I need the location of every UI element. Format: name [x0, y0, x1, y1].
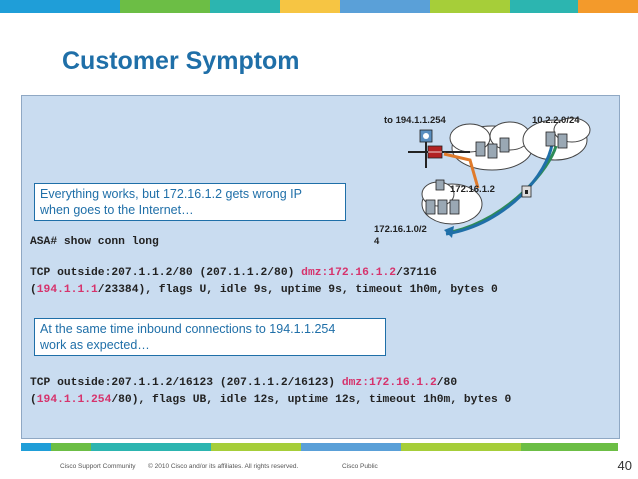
lock-icon — [521, 185, 532, 198]
label-dmz-net: 172.16.1.0/2 — [374, 224, 427, 235]
conn-text: ( — [30, 394, 37, 406]
top-color-bar — [0, 0, 638, 13]
conn-text: /37116 — [396, 267, 437, 279]
conn-text: /80 — [436, 377, 458, 389]
server-icon — [475, 137, 510, 159]
conn-highlight: 194.1.1.254 — [36, 394, 112, 406]
callout-inbound-ok: At the same time inbound connections to … — [34, 318, 386, 356]
label-remote-net: 10.2.2.0/24 — [532, 115, 580, 126]
callout-line: Everything works, but 172.16.1.2 gets wr… — [40, 187, 302, 201]
bottom-color-bar — [21, 443, 618, 451]
network-diagram: to 194.1.1.254 10.2.2.0/24 172.16.1.2 17… — [374, 115, 591, 247]
label-dmz-net-cont: 4 — [374, 236, 380, 247]
conn-entry-1: TCP outside:207.1.1.2/80 (207.1.1.2/80) … — [30, 265, 498, 299]
callout-line: work as expected… — [40, 338, 150, 352]
page-number: 40 — [617, 458, 632, 473]
conn-entry-2: TCP outside:207.1.1.2/16123 (207.1.1.2/1… — [30, 375, 511, 409]
footer-classification: Cisco Public — [342, 463, 378, 470]
conn-text: /80), flags UB, idle 12s, uptime 12s, ti… — [111, 394, 512, 406]
conn-highlight: 194.1.1.1 — [36, 284, 98, 296]
conn-highlight: dmz:172.16.1.2 — [341, 377, 437, 389]
conn-text: TCP outside:207.1.1.2/80 (207.1.1.2/80) — [30, 267, 302, 279]
callout-line: At the same time inbound connections to … — [40, 322, 336, 336]
conn-text: ( — [30, 284, 37, 296]
footer-community: Cisco Support Community — [60, 463, 136, 470]
cli-command: ASA# show conn long — [30, 236, 159, 248]
server-icon — [545, 131, 568, 149]
callout-line: when goes to the Internet… — [40, 203, 194, 217]
conn-highlight: dmz:172.16.1.2 — [301, 267, 397, 279]
router-icon — [419, 129, 433, 143]
label-to-router: to 194.1.1.254 — [384, 115, 447, 126]
server-icon — [425, 199, 460, 215]
firewall-icon — [427, 145, 443, 159]
callout-wrong-ip: Everything works, but 172.16.1.2 gets wr… — [34, 183, 346, 221]
server-icon — [435, 179, 445, 191]
conn-text: /23384), flags U, idle 9s, uptime 9s, ti… — [97, 284, 498, 296]
label-host: 172.16.1.2 — [450, 184, 495, 195]
slide-title: Customer Symptom — [62, 47, 300, 75]
footer-copyright: © 2010 Cisco and/or its affiliates. All … — [148, 463, 299, 470]
conn-text: TCP outside:207.1.1.2/16123 (207.1.1.2/1… — [30, 377, 342, 389]
